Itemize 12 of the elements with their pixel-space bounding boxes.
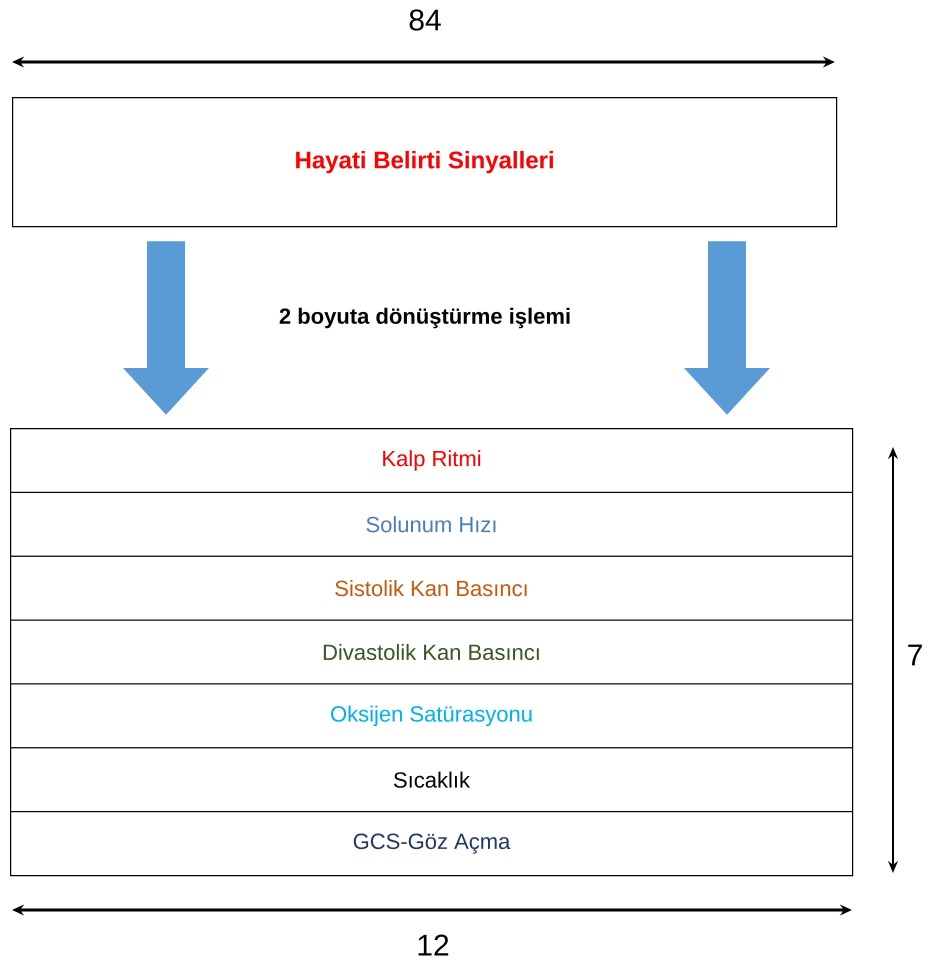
table-row: Sıcaklık	[10, 747, 853, 812]
table-row: Solunum Hızı	[10, 492, 853, 557]
table-row: Oksijen Satürasyonu	[10, 683, 853, 748]
table-row: GCS-Göz Açma	[10, 811, 853, 876]
dimension-label: 7	[908, 644, 922, 666]
table-row: Kalp Ritmi	[10, 428, 853, 493]
table-row: Divastolik Kan Basıncı	[10, 620, 853, 684]
table-row: Sistolik Kan Basıncı	[10, 556, 853, 621]
process-label: 2 boyuta dönüştürme işlemi	[280, 308, 570, 328]
dimension-label: 12	[418, 934, 448, 956]
dimension-label: 84	[410, 9, 441, 31]
title-box: Hayati Belirti Sinyalleri	[12, 97, 838, 228]
